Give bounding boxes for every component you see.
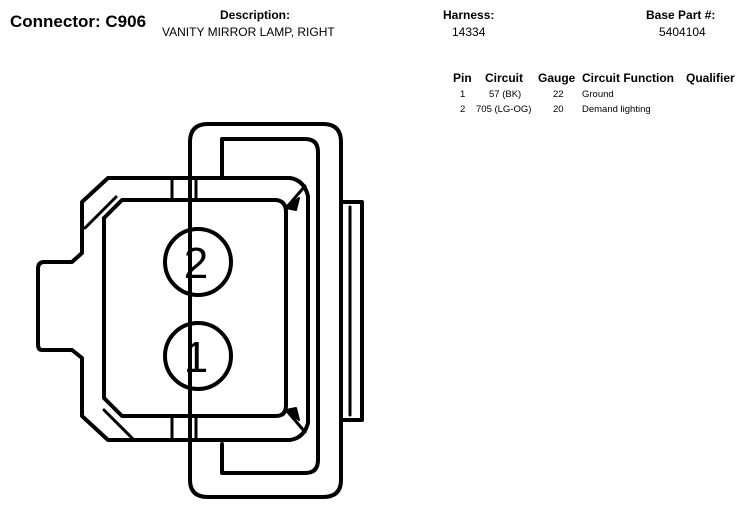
arrow-top-stem (285, 184, 307, 209)
pin-2-label: 2 (184, 239, 208, 288)
housing-inner (102, 198, 288, 418)
arrow-top (285, 197, 300, 211)
row-circuit: 57 (BK) (489, 89, 522, 100)
bevel-top-left (83, 195, 118, 230)
row-gauge: 22 (553, 89, 564, 100)
arrow-bottom-stem (285, 409, 307, 434)
row-pin: 1 (460, 89, 466, 100)
col-gauge-header: Gauge (538, 71, 576, 85)
connector-title: Connector: C906 (10, 12, 147, 31)
col-qualifier-header: Qualifier (686, 71, 735, 85)
col-circuit-header: Circuit (485, 71, 524, 85)
housing-outer (36, 176, 310, 442)
base-part-value: 5404104 (659, 25, 706, 39)
row-function: Demand lighting (582, 104, 651, 115)
pin-2-cavity (163, 227, 233, 297)
base-part-header: Base Part #: (646, 8, 716, 22)
row-gauge: 20 (553, 104, 564, 115)
description-value: VANITY MIRROR LAMP, RIGHT (162, 25, 335, 39)
row-function: Ground (582, 89, 614, 100)
lock-loop-inner (220, 137, 320, 475)
row-pin: 2 (460, 104, 466, 115)
arrow-bottom (285, 407, 300, 421)
latch-notch-bottom (170, 416, 198, 440)
harness-header: Harness: (443, 8, 495, 22)
lock-loop-outer (188, 122, 343, 499)
latch-notch-top (170, 178, 198, 202)
lock-tab (339, 200, 364, 422)
col-function-header: Circuit Function (582, 71, 674, 85)
description-header: Description: (220, 8, 291, 22)
pin-1-cavity (163, 321, 233, 391)
bevel-bottom-left (102, 408, 136, 442)
harness-value: 14334 (452, 25, 486, 39)
row-circuit: 705 (LG-OG) (476, 104, 532, 115)
pin-1-label: 1 (184, 333, 208, 382)
col-pin-header: Pin (453, 71, 472, 85)
